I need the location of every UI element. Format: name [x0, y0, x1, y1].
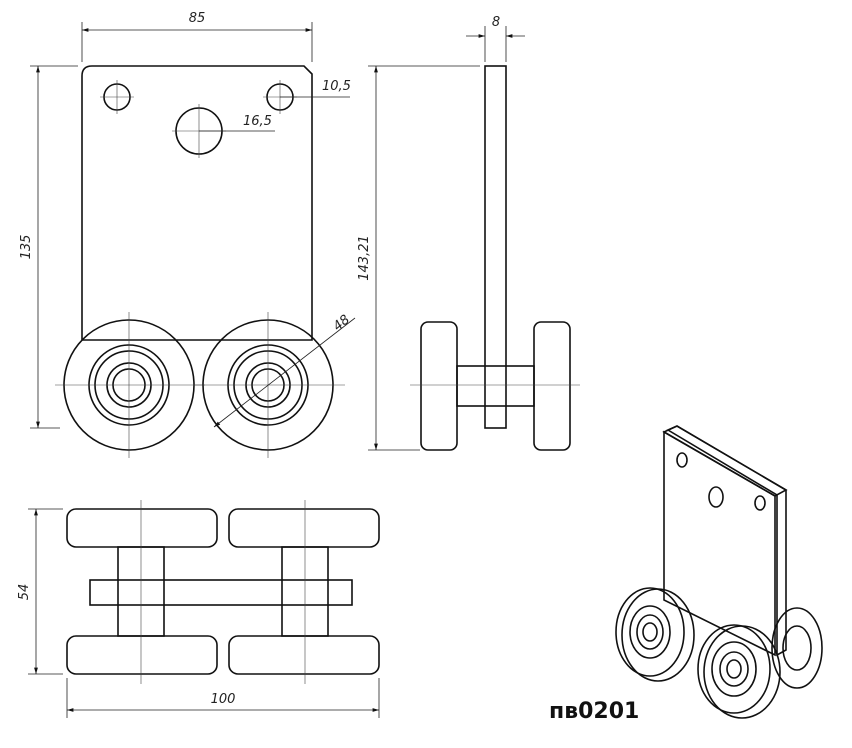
wheel-right: [195, 312, 345, 458]
dim-side-height: 143,21: [357, 235, 372, 281]
dim-small-hole: 10,5: [322, 79, 351, 94]
mounting-plate: [81, 65, 313, 341]
wheel-3d-right: [697, 624, 781, 719]
wheel-top-1: [66, 508, 218, 548]
dim-plate-width: 85: [189, 11, 206, 26]
product-code: пв0201: [549, 699, 639, 724]
dim-plate-thickness: 8: [492, 15, 500, 30]
dim-wheel-diameter: 48: [331, 312, 353, 334]
dim-plate-height: 135: [19, 235, 34, 260]
plate-top: [89, 579, 353, 606]
plate-side: [484, 65, 507, 429]
dim-assembly-width: 100: [211, 692, 236, 707]
top-view: 54 100: [17, 500, 380, 718]
front-view: 85 135 10,5 16,5 48: [19, 11, 356, 458]
wheel-left: [55, 312, 205, 458]
wheel-side-right: [533, 321, 571, 451]
dim-assembly-height: 54: [17, 584, 32, 601]
dim-big-hole: 16,5: [243, 114, 272, 129]
axle-side: [456, 365, 535, 407]
isometric-view: [615, 425, 823, 719]
plate-3d: [663, 430, 776, 657]
wheel-3d-left: [615, 587, 695, 682]
wheel-side-left: [420, 321, 458, 451]
side-view: 8 143,21: [357, 15, 580, 451]
wheel-top-4: [228, 635, 380, 675]
wheel-top-3: [66, 635, 218, 675]
wheel-top-2: [228, 508, 380, 548]
